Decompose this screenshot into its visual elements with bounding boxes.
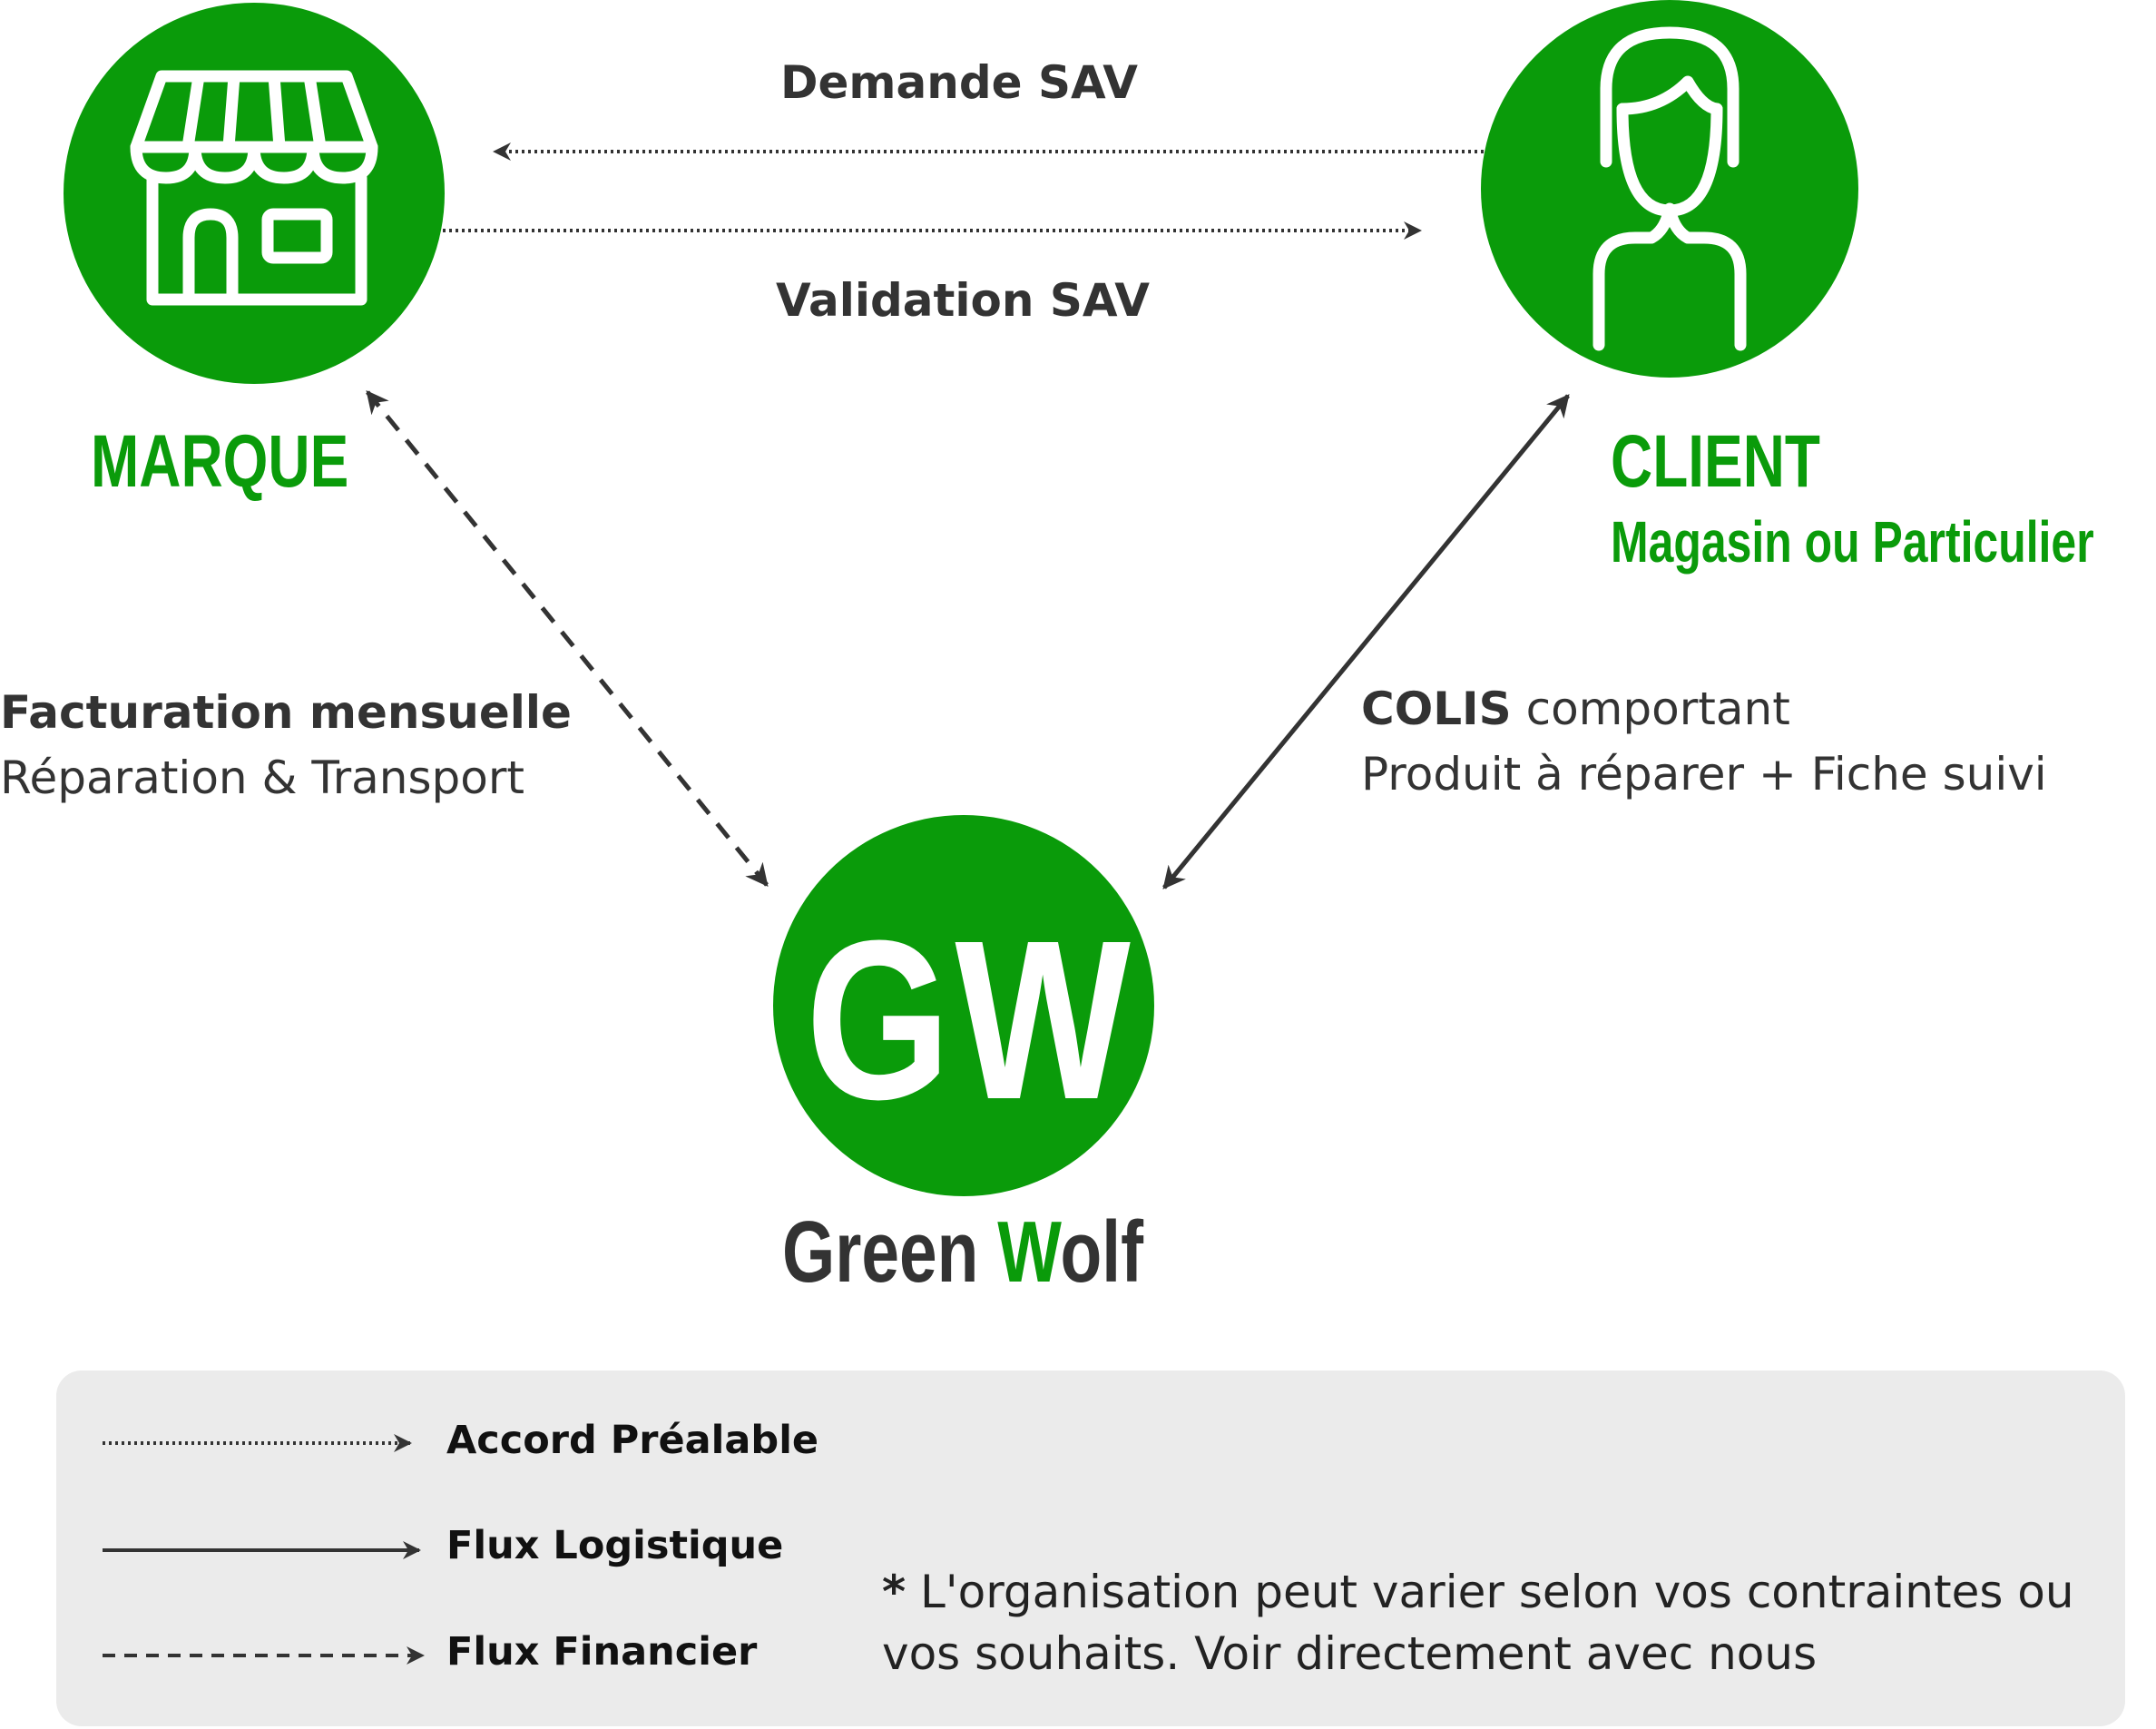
legend-label-financier: Flux Financier (446, 1629, 758, 1675)
edge-colis (1162, 394, 1570, 889)
storefront-icon (130, 70, 378, 306)
colis-title: COLIS (1361, 683, 1512, 735)
legend-panel (56, 1370, 2125, 1726)
legend-note-line2: vos souhaits. Voir directement avec nous (882, 1627, 1818, 1680)
client-sublabel: Magasin ou Particulier (1611, 509, 2094, 575)
legend-note-text1: L'organisation peut varier selon vos con… (906, 1566, 2074, 1618)
legend-label-accord: Accord Préalable (446, 1418, 819, 1463)
person-icon (1592, 26, 1747, 351)
edge-label-validation: Validation SAV (776, 274, 1150, 327)
legend-note-line1: * L'organisation peut varier selon vos c… (882, 1561, 2074, 1623)
client-circle (1481, 0, 1858, 378)
edge-label-facturation-sub: Réparation & Transport (0, 752, 525, 804)
edge-label-colis-sub: Produit à réparer + Fiche suivi (1361, 748, 2047, 801)
gw-monogram: GW (806, 893, 1135, 1146)
greenwolf-name-part1: Green (782, 1203, 998, 1301)
greenwolf-node (773, 815, 1154, 1196)
client-label: CLIENT (1611, 420, 1820, 503)
legend-note: * L'organisation peut varier selon vos c… (882, 1561, 2074, 1685)
edge-label-facturation-title: Facturation mensuelle (0, 686, 572, 739)
greenwolf-name: Green Wolf (782, 1203, 1143, 1302)
colis-rest: comportant (1511, 683, 1790, 735)
marque-node (64, 3, 445, 384)
greenwolf-name-part3: olf (1060, 1203, 1144, 1301)
edge-facturation (366, 390, 769, 887)
greenwolf-name-part2: W (997, 1203, 1061, 1301)
edge-label-colis: COLIS comportant (1361, 683, 1790, 735)
marque-circle (64, 3, 445, 384)
legend-note-star: * (882, 1566, 906, 1618)
edge-label-demande: Demande SAV (780, 56, 1138, 109)
client-node (1481, 0, 1858, 378)
greenwolf-circle (773, 815, 1154, 1196)
gw-logo-icon: GW (806, 889, 1135, 1150)
marque-label: MARQUE (91, 420, 349, 503)
legend-label-logistique: Flux Logistique (446, 1523, 784, 1568)
